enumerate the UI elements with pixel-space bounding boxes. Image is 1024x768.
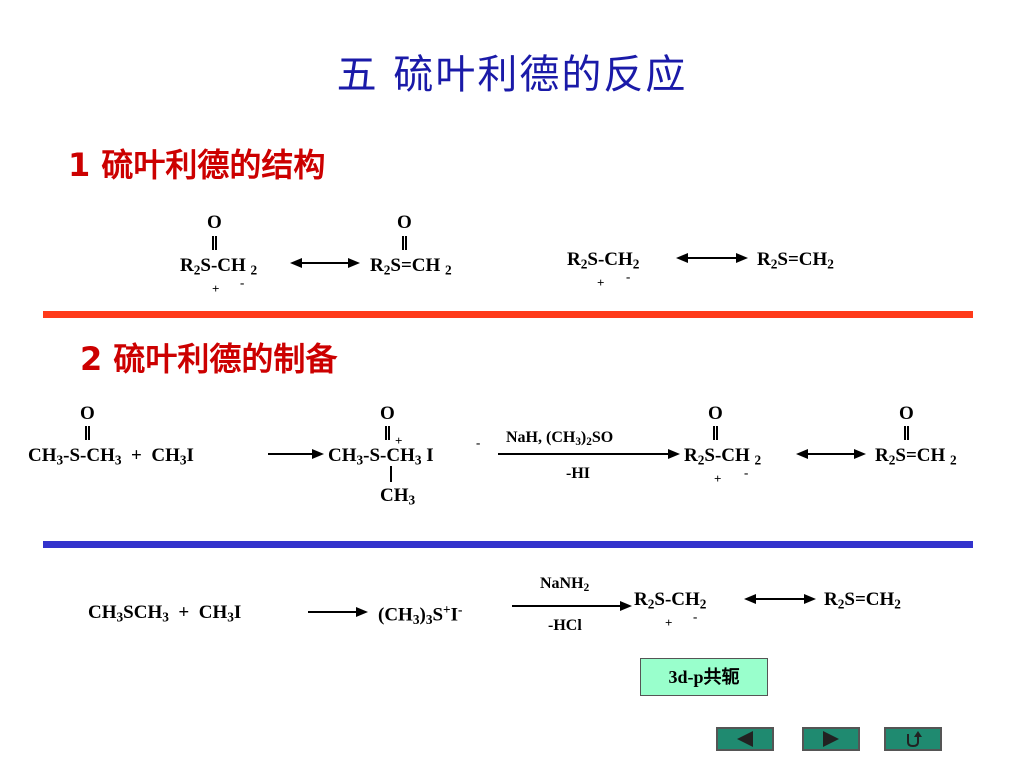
- double-bond: [402, 236, 407, 250]
- resonance-arrow: [796, 449, 866, 459]
- double-bond: [904, 426, 909, 440]
- resonance-arrow: [290, 258, 360, 268]
- page-title: 五 硫叶利德的反应: [336, 52, 688, 98]
- conjugation-badge: 3d-p共轭: [640, 658, 768, 696]
- return-button[interactable]: [884, 727, 942, 751]
- plus-charge: +: [212, 281, 220, 296]
- formula-dimethyl-sulfide: CH3SCH3 + CH3I: [88, 602, 242, 625]
- oxygen-label: O: [708, 403, 723, 424]
- double-bond: [85, 426, 90, 440]
- reaction-arrow: [512, 601, 632, 611]
- single-bond: [390, 466, 392, 482]
- oxygen-label: O: [380, 403, 395, 424]
- formula-r2s-ch2-oxide: R2S-CH 2: [684, 445, 762, 468]
- reagent-nah-dmso: NaH, (CH3)2SO: [506, 429, 614, 448]
- reaction-arrow: [498, 449, 680, 459]
- triangle-left-icon: [737, 731, 753, 747]
- minus-charge: -: [476, 435, 481, 450]
- methyl-group: CH3: [380, 485, 416, 508]
- plus-charge: +: [597, 275, 605, 290]
- oxygen-label: O: [207, 212, 222, 233]
- prev-slide-button[interactable]: [716, 727, 774, 751]
- byproduct-hcl: -HCl: [548, 617, 582, 634]
- reagent-nanh2: NaNH2: [540, 575, 590, 594]
- oxygen-label: O: [899, 403, 914, 424]
- oxygen-label: O: [80, 403, 95, 424]
- resonance-arrow: [744, 594, 816, 604]
- resonance-arrow: [676, 253, 748, 263]
- section-2-heading: 2 硫叶利德的制备: [80, 340, 338, 378]
- formula-sulfoxonium-salt: CH3-S-CH3 I: [328, 445, 434, 468]
- plus-charge: +: [665, 615, 673, 630]
- plus-charge: +: [395, 433, 403, 448]
- double-bond: [385, 426, 390, 440]
- formula-r2s-ch2: R2S-CH2: [567, 249, 640, 272]
- formula-r2s-eq-ch2: R2S=CH2: [757, 249, 834, 272]
- reaction-arrow: [308, 607, 368, 617]
- minus-charge: -: [240, 275, 245, 290]
- red-divider: [43, 311, 973, 318]
- next-slide-button[interactable]: [802, 727, 860, 751]
- triangle-right-icon: [823, 731, 839, 747]
- double-bond: [713, 426, 718, 440]
- byproduct-hi: -HI: [566, 465, 590, 482]
- reaction-arrow: [268, 449, 324, 459]
- formula-r2s-eq-ch2-oxide: R2S=CH 2: [875, 445, 957, 468]
- formula-trimethylsulfonium-iodide: (CH3)3S+I-: [378, 602, 463, 627]
- formula-r2s-eq-ch2: R2S=CH2: [824, 589, 901, 612]
- return-arrow-icon: [907, 731, 922, 748]
- section-1-heading: 1 硫叶利德的结构: [68, 146, 326, 184]
- minus-charge: -: [626, 269, 631, 284]
- plus-charge: +: [714, 471, 722, 486]
- double-bond: [212, 236, 217, 250]
- formula-r2s-ch2-oxide: R2S-CH 2: [180, 255, 258, 278]
- blue-divider: [43, 541, 973, 548]
- minus-charge: -: [744, 465, 749, 480]
- formula-dmso: CH3-S-CH3 + CH3I: [28, 445, 194, 468]
- minus-charge: -: [693, 609, 698, 624]
- oxygen-label: O: [397, 212, 412, 233]
- formula-r2s-ch2: R2S-CH2: [634, 589, 707, 612]
- formula-r2s-eq-ch2-oxide: R2S=CH 2: [370, 255, 452, 278]
